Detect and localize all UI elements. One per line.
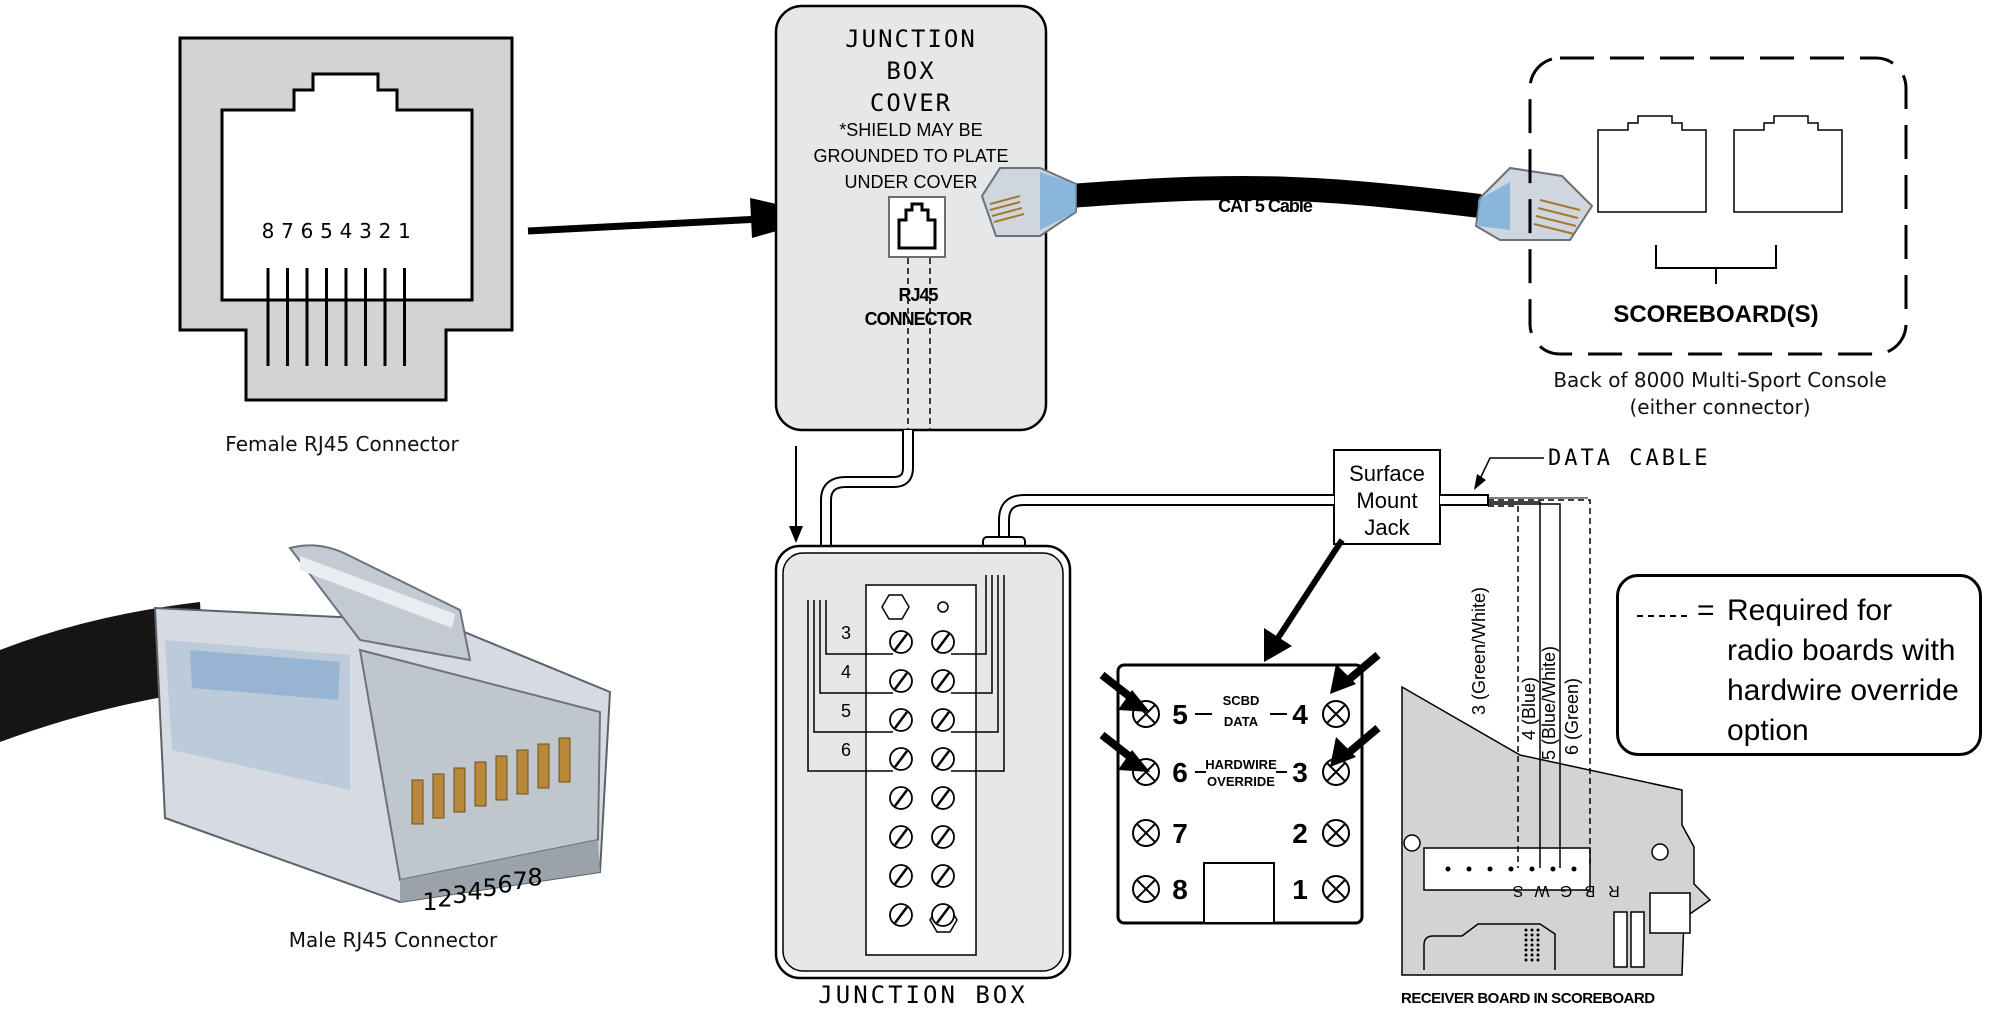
male-pin-label-3: 3	[452, 881, 467, 909]
surface-mount-jack: Surface Mount Jack	[1333, 449, 1441, 545]
male-pin-label-6: 6	[497, 871, 512, 899]
console-port-right	[1733, 115, 1843, 213]
jack-pin-4: 4	[1292, 699, 1308, 730]
hardwire-label-line1: HARDWIRE	[1205, 757, 1277, 772]
jack-pin-5: 5	[1172, 699, 1188, 730]
arrow-cover-to-box	[789, 446, 803, 543]
junction-box-label: JUNCTION BOX	[818, 981, 1027, 1009]
console-caption-line1: Back of 8000 Multi-Sport Console	[1553, 368, 1886, 392]
jack-pin-1: 1	[1292, 874, 1308, 905]
female-pin-label-6: 6	[301, 219, 314, 243]
terminal-arrows	[1099, 651, 1381, 772]
junction-box-cover: JUNCTION BOX COVER *SHIELD MAY BE GROUND…	[774, 4, 1048, 432]
jack-pin-3: 3	[1292, 757, 1308, 788]
shield-note-line3: UNDER COVER	[844, 172, 977, 192]
data-cable-inner	[1000, 496, 1488, 558]
male-pin-label-7: 7	[512, 867, 527, 895]
jack-pin-7: 7	[1172, 818, 1188, 849]
arrow-jack-to-plate	[1264, 538, 1345, 662]
terminal-label-5: 5	[841, 701, 851, 721]
legend-dashed-line	[1637, 615, 1687, 617]
male-pin-label-8: 8	[527, 864, 542, 892]
wire-label-1: 3 (Green/White)	[1469, 587, 1489, 715]
hardwire-label-line2: OVERRIDE	[1207, 774, 1275, 789]
wire-label-2: 4 (Blue)	[1519, 677, 1539, 740]
console-bracket	[1655, 245, 1777, 284]
board-letter-G: G	[1560, 882, 1572, 899]
junction-box: 3 4 5 6 JUNCTION BOX	[774, 544, 1072, 1009]
wire-label-3: 5 (Blue/White)	[1539, 646, 1559, 760]
cat5-cable: CAT 5 Cable	[980, 166, 1594, 241]
cat5-label: CAT 5 Cable	[1218, 196, 1313, 216]
male-rj45-caption: Male RJ45 Connector	[289, 928, 498, 952]
wire-blue	[1488, 501, 1541, 868]
legend-equals: =	[1697, 594, 1715, 627]
scbd-data-label-line2: DATA	[1224, 714, 1259, 729]
female-pin-label-2: 2	[379, 219, 392, 243]
scbd-data-label-line1: SCBD	[1223, 693, 1260, 708]
data-cable-wires: 3 (Green/White) 4 (Blue)5 (Blue/White)6 (…	[1469, 497, 1591, 868]
female-rj45-caption: Female RJ45 Connector	[225, 432, 459, 456]
surface-label-line1: Surface	[1349, 461, 1425, 486]
male-pin-label-2: 2	[437, 885, 452, 913]
male-pin-label-1: 1	[422, 888, 437, 916]
jack-pin-8: 8	[1172, 874, 1188, 905]
female-pin-label-1: 1	[398, 219, 411, 243]
wire-green	[1488, 505, 1519, 868]
cover-title-line3: COVER	[870, 89, 952, 117]
female-pin-label-7: 7	[281, 219, 294, 243]
receiver-board-label: RECEIVER BOARD IN SCOREBOARD	[1401, 990, 1655, 1007]
surface-label-line3: Jack	[1364, 515, 1410, 540]
data-cable-label: DATA CABLE	[1548, 446, 1710, 471]
female-pin-label-3: 3	[359, 219, 372, 243]
board-letter-R: R	[1608, 882, 1620, 899]
rj45-connector-label-line1: RJ45	[898, 285, 938, 305]
cover-title-line2: BOX	[886, 57, 935, 85]
female-pin-label-4: 4	[340, 219, 353, 243]
wire-green-white	[1488, 499, 1591, 868]
female-pin-label-8: 8	[262, 219, 275, 243]
wire-label-4: 6 (Green)	[1562, 678, 1582, 755]
console-caption-line2: (either connector)	[1629, 395, 1810, 419]
legend-box: = Required for radio boards with hardwir…	[1616, 574, 1982, 756]
terminal-label-6: 6	[841, 740, 851, 760]
board-letter-W: W	[1534, 882, 1550, 899]
male-pin-label-5: 5	[482, 874, 497, 902]
rj45-connector-label-line2: CONNECTOR	[865, 309, 973, 329]
jack-terminal-plate: 5 4 6 3 7 2 8 1 SCBD DATA HARDWIRE OVERR…	[1099, 651, 1381, 925]
shield-note-line1: *SHIELD MAY BE	[839, 120, 982, 140]
console-back: SCOREBOARD(S) Back of 8000 Multi-Sport C…	[1528, 56, 1908, 419]
data-cable-callout: DATA CABLE	[1474, 446, 1710, 490]
console-port-left	[1597, 115, 1707, 213]
jack-pin-2: 2	[1292, 818, 1308, 849]
scoreboards-label: SCOREBOARD(S)	[1613, 301, 1818, 328]
female-pin-label-5: 5	[320, 219, 333, 243]
shield-note-line2: GROUNDED TO PLATE	[813, 146, 1008, 166]
cover-title-line1: JUNCTION	[845, 25, 977, 53]
jack-pin-6: 6	[1172, 757, 1188, 788]
cat5-plug-right	[1474, 166, 1594, 241]
legend-text: Required for radio boards with hardwire …	[1727, 594, 1959, 747]
cover-cable-inner	[822, 430, 912, 600]
terminal-label-3: 3	[841, 623, 851, 643]
board-letter-S: S	[1513, 882, 1524, 899]
board-letter-B: B	[1585, 882, 1596, 899]
cat5-plug-left	[980, 167, 1077, 237]
surface-label-line2: Mount	[1356, 488, 1417, 513]
male-pin-label-4: 4	[467, 878, 482, 906]
terminal-label-4: 4	[841, 662, 851, 682]
wire-blue-white	[1488, 503, 1561, 868]
